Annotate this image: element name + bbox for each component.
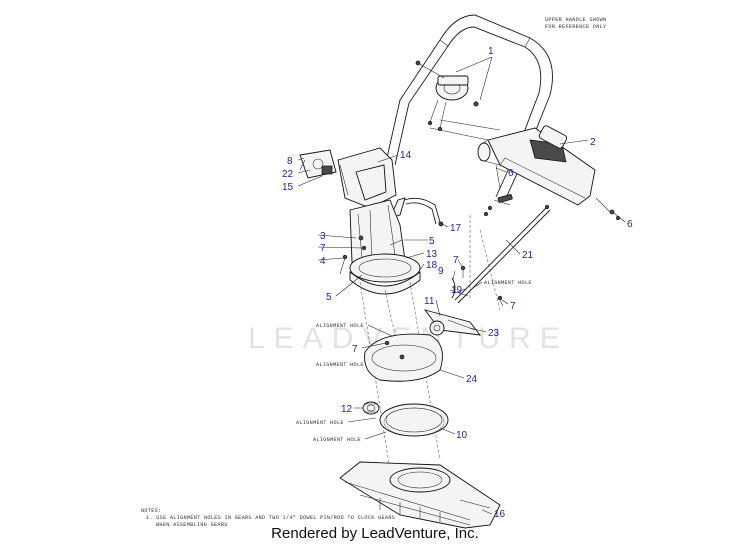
callout-6a: 6 [508,168,514,179]
leader-5b [335,274,363,297]
leader-7b [457,259,463,267]
leader-9 [452,270,456,281]
chute-body [339,199,421,295]
leader-22 [297,169,311,174]
rod-21 [454,205,551,304]
leader-14 [377,154,399,163]
callout-12: 12 [341,404,353,415]
callout-19: 19 [451,285,463,296]
leader-align-4 [347,417,377,423]
leader-13 [405,252,425,259]
callout-18: 18 [426,260,438,271]
callout-10: 10 [456,430,468,441]
callout-1: 1 [488,46,494,57]
notes-line-2: WHEN ASSEMBLING GEARS [156,522,228,528]
gear-bracket [423,309,482,336]
leader-6b [613,212,626,223]
callout-24: 24 [466,374,478,385]
pinion-gear [362,401,380,415]
callout-22: 22 [282,169,294,180]
callout-16: 16 [494,509,506,520]
callout-15: 15 [282,182,294,193]
upper-handle-note-line-2: FOR REFERENCE ONLY [545,24,607,30]
leader-2 [559,139,589,145]
callout-5a: 5 [429,236,435,247]
leader-7a [317,246,363,249]
gear-plate [364,333,443,382]
callout-14: 14 [400,150,412,161]
alignment-hole-label-2: ALIGNMENT HOLE [316,323,364,329]
alignment-hole-label-4: ALIGNMENT HOLE [296,420,344,426]
callout-11: 11 [424,296,435,307]
callout-6b: 6 [627,219,633,230]
alignment-hole-label-5: ALIGNMENT HOLE [313,437,361,443]
leader-4 [317,257,345,261]
leader-18 [419,263,425,271]
chute-deflector [337,147,397,209]
callout-9: 9 [438,266,444,277]
leader-align-1 [469,281,483,291]
upper-handle-note-line-1: UPPER HANDLE SHOWN [545,17,606,23]
alignment-hole-label-3: ALIGNMENT HOLE [316,362,364,368]
leader-7c [501,299,509,305]
leader-1 [455,56,493,101]
callout-7d: 7 [352,344,358,355]
leader-24 [439,369,465,379]
callout-5b: 5 [326,292,332,303]
leader-21 [505,239,521,255]
callout-23: 23 [488,328,500,339]
ring-gear [379,403,449,437]
leader-17 [437,221,449,228]
callout-13: 13 [426,249,438,260]
callout-2: 2 [590,137,596,148]
upper-handle [385,14,553,201]
leader-3 [317,234,357,239]
leader-6a [495,167,507,173]
control-assembly [415,60,479,132]
small-fasteners [449,265,504,307]
callout-21: 21 [522,250,534,261]
notes-line-1: 1. USE ALIGNMENT HOLES IN GEARS AND TWO … [146,515,395,521]
leader-10 [439,427,456,435]
callout-7b: 7 [453,255,459,266]
credit-footer: Rendered by LeadVenture, Inc. [271,525,479,542]
callout-7c: 7 [510,301,516,312]
notes-title: NOTES: [141,508,161,514]
leader-16 [481,509,493,515]
base-housing [339,461,501,529]
leader-23 [469,327,487,333]
leader-7d [361,342,387,349]
callout-17: 17 [450,223,462,234]
callouts: 1 2 6 6 14 8 22 15 17 3 7 4 5 13 18 5 7 … [282,46,633,520]
callout-8: 8 [287,156,293,167]
leader-align-2 [367,324,393,337]
leader-11 [435,299,441,317]
shift-control-box [477,125,596,206]
alignment-hole-label-1: ALIGNMENT HOLE [484,280,532,286]
leader-align-5 [364,431,387,440]
leader-19 [457,288,466,293]
callout-3: 3 [320,231,326,242]
callout-7a: 7 [320,243,326,254]
leader-15 [297,175,323,187]
callout-4: 4 [320,256,326,267]
leader-8 [297,157,305,161]
chute-bracket [299,149,337,179]
